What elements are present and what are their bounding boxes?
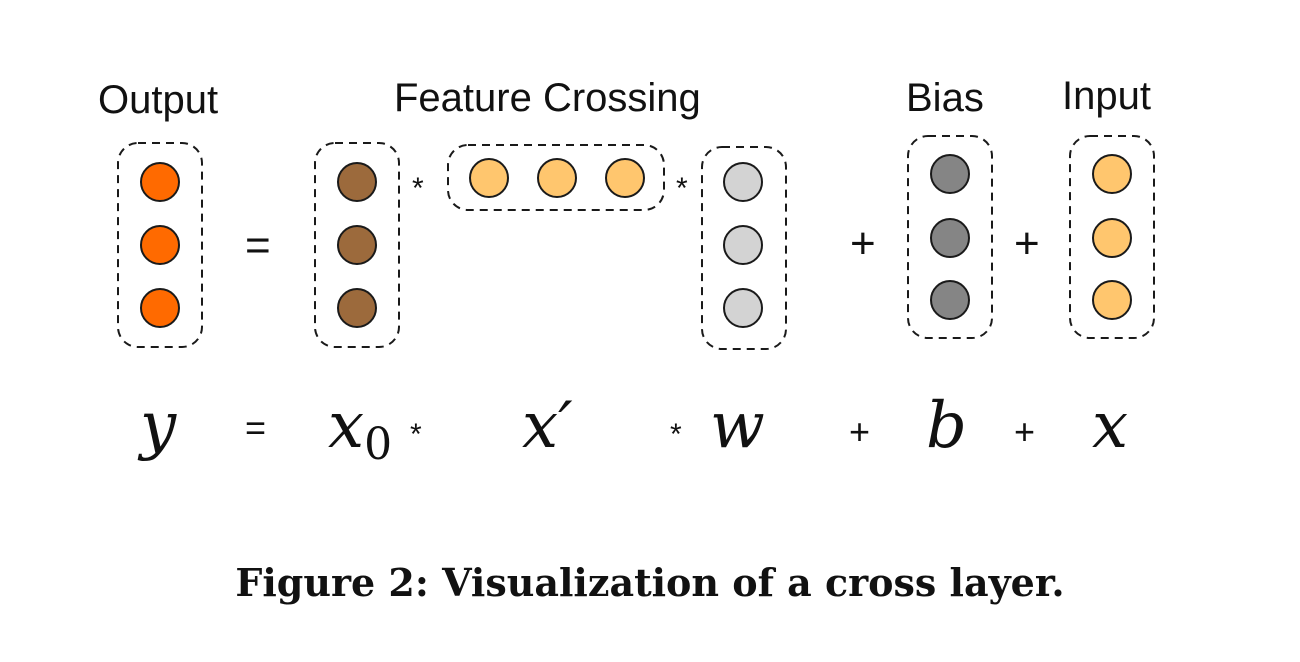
output-vector-box xyxy=(117,142,203,348)
output-node xyxy=(140,225,180,265)
plus-sign: + xyxy=(850,219,876,268)
x0-node xyxy=(337,162,377,202)
weight-node xyxy=(723,225,763,265)
multiply-sign: * xyxy=(412,172,424,205)
figure-caption: Figure 2: Visualization of a cross layer… xyxy=(235,560,1065,605)
output-label: Output xyxy=(98,78,219,122)
x0-node xyxy=(337,225,377,265)
x0-node xyxy=(337,288,377,328)
symbol-b: b xyxy=(926,389,967,463)
weight-node xyxy=(723,162,763,202)
equation-equals: = xyxy=(245,407,267,448)
bias-node xyxy=(930,218,970,258)
x-prime-node xyxy=(537,158,577,198)
bias-label: Bias xyxy=(906,76,984,120)
equation-multiply: * xyxy=(410,418,422,451)
weight-vector-box xyxy=(701,146,787,350)
weight-node xyxy=(723,288,763,328)
output-node xyxy=(140,288,180,328)
symbol-x0: x0 xyxy=(328,389,393,470)
x-prime-node xyxy=(605,158,645,198)
plus-sign: + xyxy=(1014,219,1040,268)
x0-vector-box xyxy=(314,142,400,348)
symbol-x: x xyxy=(1092,389,1129,463)
bias-vector-box xyxy=(907,135,993,339)
input-vector-box xyxy=(1069,135,1155,339)
input-node xyxy=(1092,280,1132,320)
symbol-x-prime: x′ xyxy=(522,389,573,463)
multiply-sign: * xyxy=(676,172,688,205)
symbol-w: w xyxy=(710,389,765,463)
equation-plus: + xyxy=(849,411,871,452)
bias-node xyxy=(930,280,970,320)
symbol-y: y xyxy=(140,389,177,463)
input-node xyxy=(1092,154,1132,194)
input-node xyxy=(1092,218,1132,258)
bias-node xyxy=(930,154,970,194)
x-prime-vector-box xyxy=(447,144,665,211)
input-label: Input xyxy=(1062,74,1151,118)
output-node xyxy=(140,162,180,202)
feature-crossing-label: Feature Crossing xyxy=(394,76,701,120)
equation-plus: + xyxy=(1014,411,1036,452)
x-prime-node xyxy=(469,158,509,198)
equation-multiply: * xyxy=(670,418,682,451)
equals-sign: = xyxy=(245,221,271,270)
